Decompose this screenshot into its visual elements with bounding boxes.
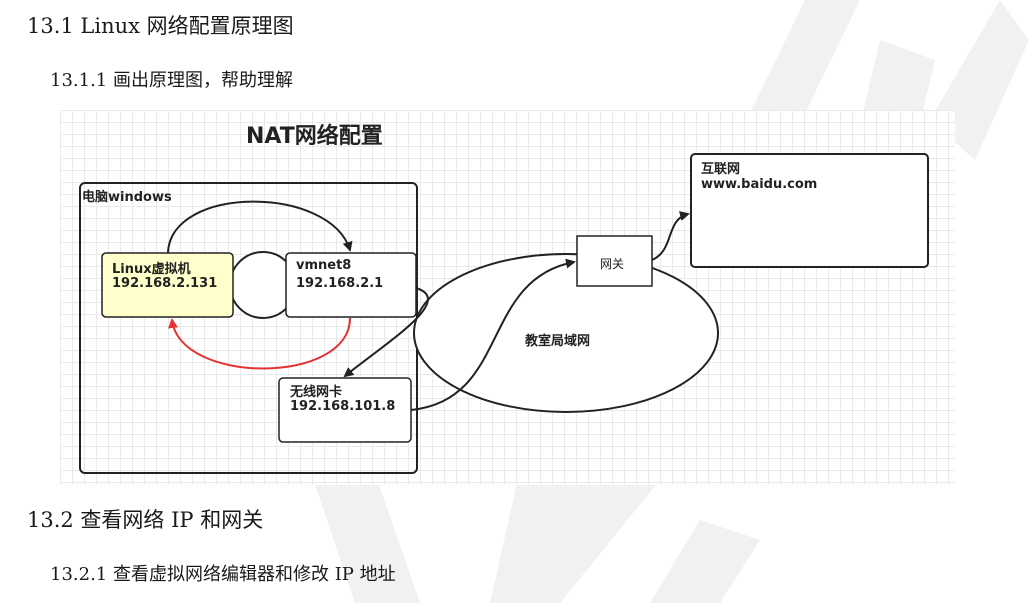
section-heading-13-1: 13.1 Linux 网络配置原理图 [27,14,294,38]
subsection-heading-13-1-1: 13.1.1 画出原理图，帮助理解 [50,70,293,91]
section-heading-13-2: 13.2 查看网络 IP 和网关 [27,508,264,532]
internet-url: www.baidu.com [701,177,818,192]
arrow-wireless-to-gateway [410,258,576,411]
linux-vm-ip: 192.168.2.131 [112,276,218,291]
nat-network-diagram: NAT网络配置 电脑windows Linux虚拟机 192.168.2.131… [60,110,955,485]
wireless-card-label: 无线网卡 [290,385,343,400]
linux-vm-box [101,252,234,318]
subsection-heading-13-2-1: 13.2.1 查看虚拟网络编辑器和修改 IP 地址 [50,564,396,585]
linux-vm-label: Linux虚拟机 [112,262,191,277]
classroom-lan-ellipse [413,253,719,413]
diagram-title: NAT网络配置 [246,124,383,149]
diagram-drawing [79,153,929,474]
vmnet8-label: vmnet8 [296,258,352,273]
gateway-box [576,235,653,287]
internet-label: 互联网 [701,162,741,177]
arrow-vmnet8-to-wireless [343,287,429,378]
arrow-linux-to-vmnet8 [167,200,353,254]
vmnet8-box [285,252,417,318]
vmnet8-ip: 192.168.2.1 [296,276,384,291]
classroom-lan-label: 教室局域网 [525,334,591,349]
arrow-gateway-to-internet [651,211,690,261]
arrow-vmnet8-to-linux-red [168,317,351,370]
gateway-label: 网关 [600,257,625,271]
computer-windows-label: 电脑windows [82,190,172,205]
wireless-card-ip: 192.168.101.8 [290,399,396,414]
internet-box [690,153,929,268]
